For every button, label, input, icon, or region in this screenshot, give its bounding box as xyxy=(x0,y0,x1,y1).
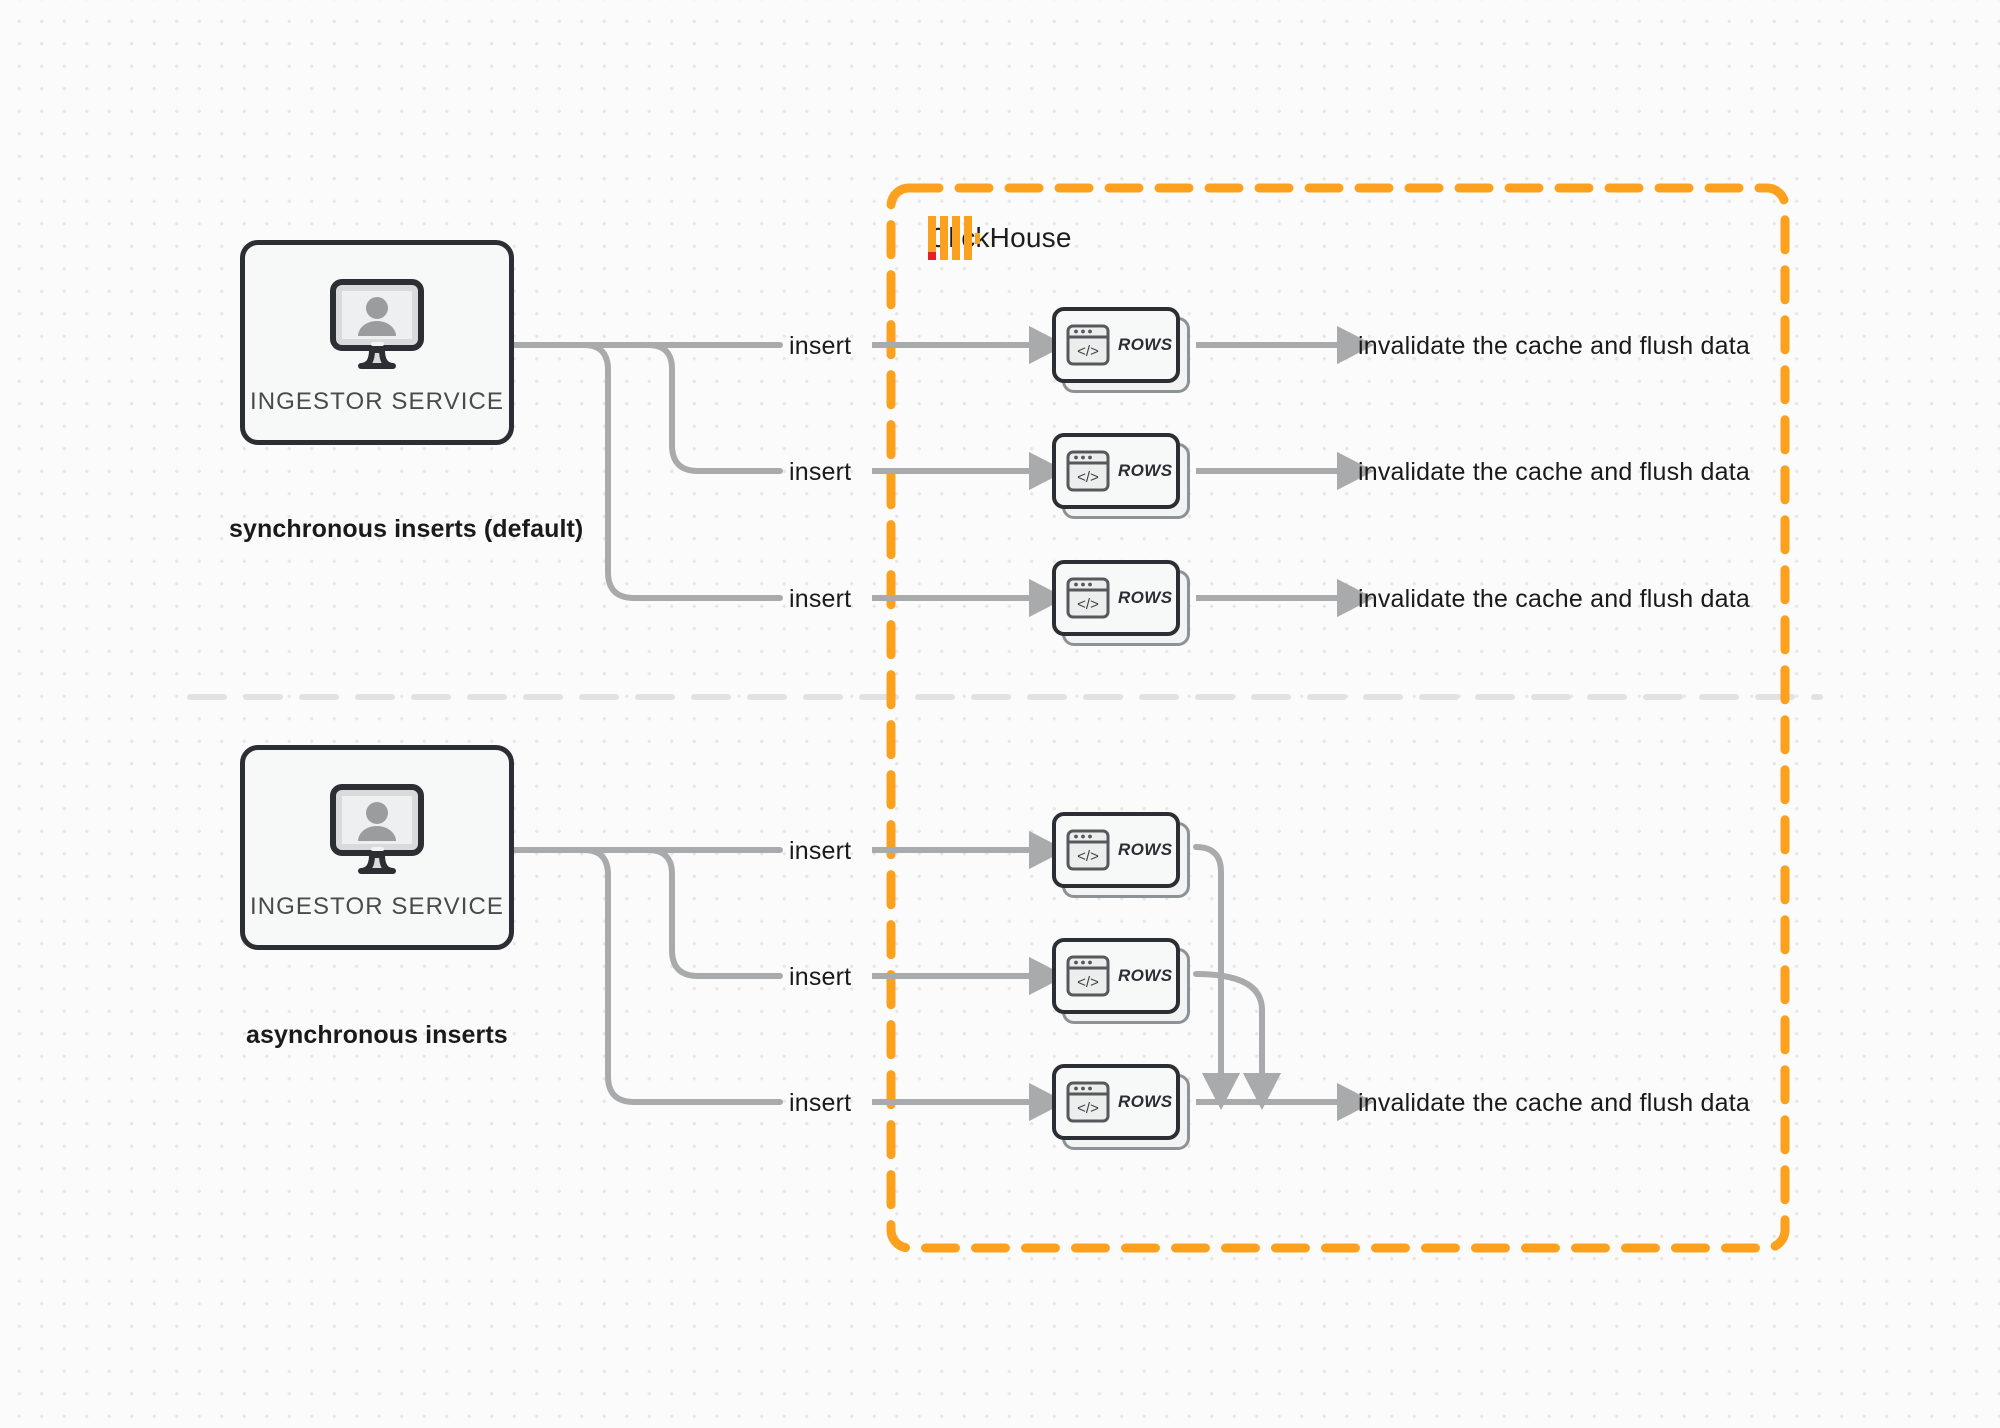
async-branch-row3 xyxy=(581,847,783,1105)
rows-card-front: </> ROWS xyxy=(1052,560,1180,636)
rows-card-label: ROWS xyxy=(1118,1092,1173,1111)
code-window-icon: </> xyxy=(1066,577,1110,619)
clickhouse-logo-icon xyxy=(928,216,980,260)
rows-card-label: ROWS xyxy=(1118,840,1173,859)
code-window-icon: </> xyxy=(1066,829,1110,871)
async-branch-row2 xyxy=(645,847,783,979)
async-ingestor-service[interactable]: INGESTOR SERVICE xyxy=(240,745,514,950)
async-ingestor-caption: INGESTOR SERVICE xyxy=(249,892,505,920)
monitor-user-icon xyxy=(330,278,424,369)
code-window-icon: </> xyxy=(1066,955,1110,997)
async-insert-label-3: insert xyxy=(789,1089,852,1117)
sync-flush-label-1: invalidate the cache and flush data xyxy=(1358,332,1750,360)
clickhouse-label: ClickHouse xyxy=(928,222,1072,253)
sync-ingestor-caption: INGESTOR SERVICE xyxy=(249,387,505,415)
async-flush-label: invalidate the cache and flush data xyxy=(1358,1089,1750,1117)
async-mode-label: asynchronous inserts xyxy=(246,1021,508,1049)
svg-text:</>: </> xyxy=(1077,596,1099,613)
code-window-icon: </> xyxy=(1066,324,1110,366)
svg-text:</>: </> xyxy=(1077,848,1099,865)
async-rows-card-2[interactable]: </> ROWS xyxy=(1052,938,1190,1024)
async-rows-card-1[interactable]: </> ROWS xyxy=(1052,812,1190,898)
rows-card-label: ROWS xyxy=(1118,335,1173,354)
rows-card-front: </> ROWS xyxy=(1052,812,1180,888)
async-merge-row2 xyxy=(1193,971,1282,1110)
async-rows-card-3[interactable]: </> ROWS xyxy=(1052,1064,1190,1150)
rows-card-label: ROWS xyxy=(1118,966,1173,985)
rows-card-front: </> ROWS xyxy=(1052,938,1180,1014)
svg-text:</>: </> xyxy=(1077,1100,1099,1117)
sync-rows-card-3[interactable]: </> ROWS xyxy=(1052,560,1190,646)
clickhouse-logo xyxy=(928,216,980,260)
sync-rows-card-2[interactable]: </> ROWS xyxy=(1052,433,1190,519)
sync-flush-label-2: invalidate the cache and flush data xyxy=(1358,458,1750,486)
svg-text:</>: </> xyxy=(1077,469,1099,486)
rows-card-front: </> ROWS xyxy=(1052,433,1180,509)
sync-flush-label-3: invalidate the cache and flush data xyxy=(1358,585,1750,613)
sync-insert-label-1: insert xyxy=(789,332,852,360)
async-merge-row1 xyxy=(1193,844,1241,1110)
sync-branch-row3 xyxy=(581,342,783,601)
rows-card-front: </> ROWS xyxy=(1052,307,1180,383)
sync-mode-label: synchronous inserts (default) xyxy=(229,515,584,543)
async-insert-label-2: insert xyxy=(789,963,852,991)
sync-ingestor-service[interactable]: INGESTOR SERVICE xyxy=(240,240,514,445)
clickhouse-header: ClickHouse xyxy=(928,216,1072,260)
sync-branch-row2 xyxy=(645,342,783,474)
monitor-user-icon xyxy=(330,783,424,874)
sync-rows-card-1[interactable]: </> ROWS xyxy=(1052,307,1190,393)
async-insert-label-1: insert xyxy=(789,837,852,865)
code-window-icon: </> xyxy=(1066,450,1110,492)
svg-text:</>: </> xyxy=(1077,343,1099,360)
rows-card-label: ROWS xyxy=(1118,461,1173,480)
sync-insert-label-3: insert xyxy=(789,585,852,613)
rows-card-label: ROWS xyxy=(1118,588,1173,607)
clickhouse-boundary-box xyxy=(886,183,1790,1253)
sync-insert-label-2: insert xyxy=(789,458,852,486)
rows-card-front: </> ROWS xyxy=(1052,1064,1180,1140)
svg-text:</>: </> xyxy=(1077,974,1099,991)
code-window-icon: </> xyxy=(1066,1081,1110,1123)
